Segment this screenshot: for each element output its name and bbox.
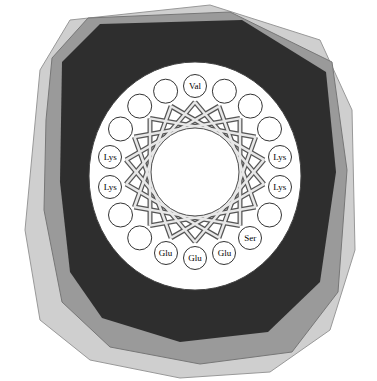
- residue-circle: Lys: [268, 145, 292, 169]
- residue-circle: Lys: [98, 145, 122, 169]
- residue-outline-circle: [268, 146, 291, 169]
- residue-circle: [154, 79, 178, 103]
- residue-circle: Glu: [183, 246, 207, 270]
- residue-circle: [109, 117, 133, 141]
- residue-label: Lys: [98, 175, 122, 199]
- residue-circle: Ser: [238, 226, 262, 250]
- wheel-core: [151, 128, 239, 216]
- residue-circles: [109, 79, 282, 250]
- residue-circle: [258, 203, 282, 227]
- residue-circle: Val: [183, 74, 207, 98]
- residue-outline-circle: [184, 75, 207, 98]
- residue-outline-circle: [239, 226, 262, 249]
- residue-circle: [258, 117, 282, 141]
- residue-circle: Lys: [98, 175, 122, 199]
- residue-circle: [128, 94, 152, 118]
- residue-label: Val: [183, 74, 207, 98]
- residue-outline-circle: [213, 241, 236, 264]
- residue-outline-circle: [99, 175, 122, 198]
- residue-circle: [212, 79, 236, 103]
- residue-label: Lys: [268, 175, 292, 199]
- residue-outline-circle: [154, 241, 177, 264]
- residue-circle: [109, 203, 133, 227]
- residue-label: Glu: [154, 241, 178, 265]
- residue-outline-circle: [184, 247, 207, 270]
- residue-outline-circle: [268, 175, 291, 198]
- residue-label: Glu: [212, 241, 236, 265]
- outer-surface: [25, 5, 355, 378]
- residue-circle: Glu: [154, 241, 178, 265]
- residue-circle: [238, 94, 262, 118]
- residue-label: Lys: [268, 145, 292, 169]
- residue-label: Lys: [98, 145, 122, 169]
- residue-outline-circle: [99, 146, 122, 169]
- residue-label: Ser: [238, 226, 262, 250]
- residue-circle: Lys: [268, 175, 292, 199]
- wheel-disk: [89, 62, 301, 290]
- residue-label: Glu: [183, 246, 207, 270]
- inner-surface: [60, 20, 336, 342]
- residue-circle: Glu: [212, 241, 236, 265]
- residue-circle: [128, 226, 152, 250]
- middle-surface: [44, 12, 347, 364]
- wheel-star: [126, 102, 264, 242]
